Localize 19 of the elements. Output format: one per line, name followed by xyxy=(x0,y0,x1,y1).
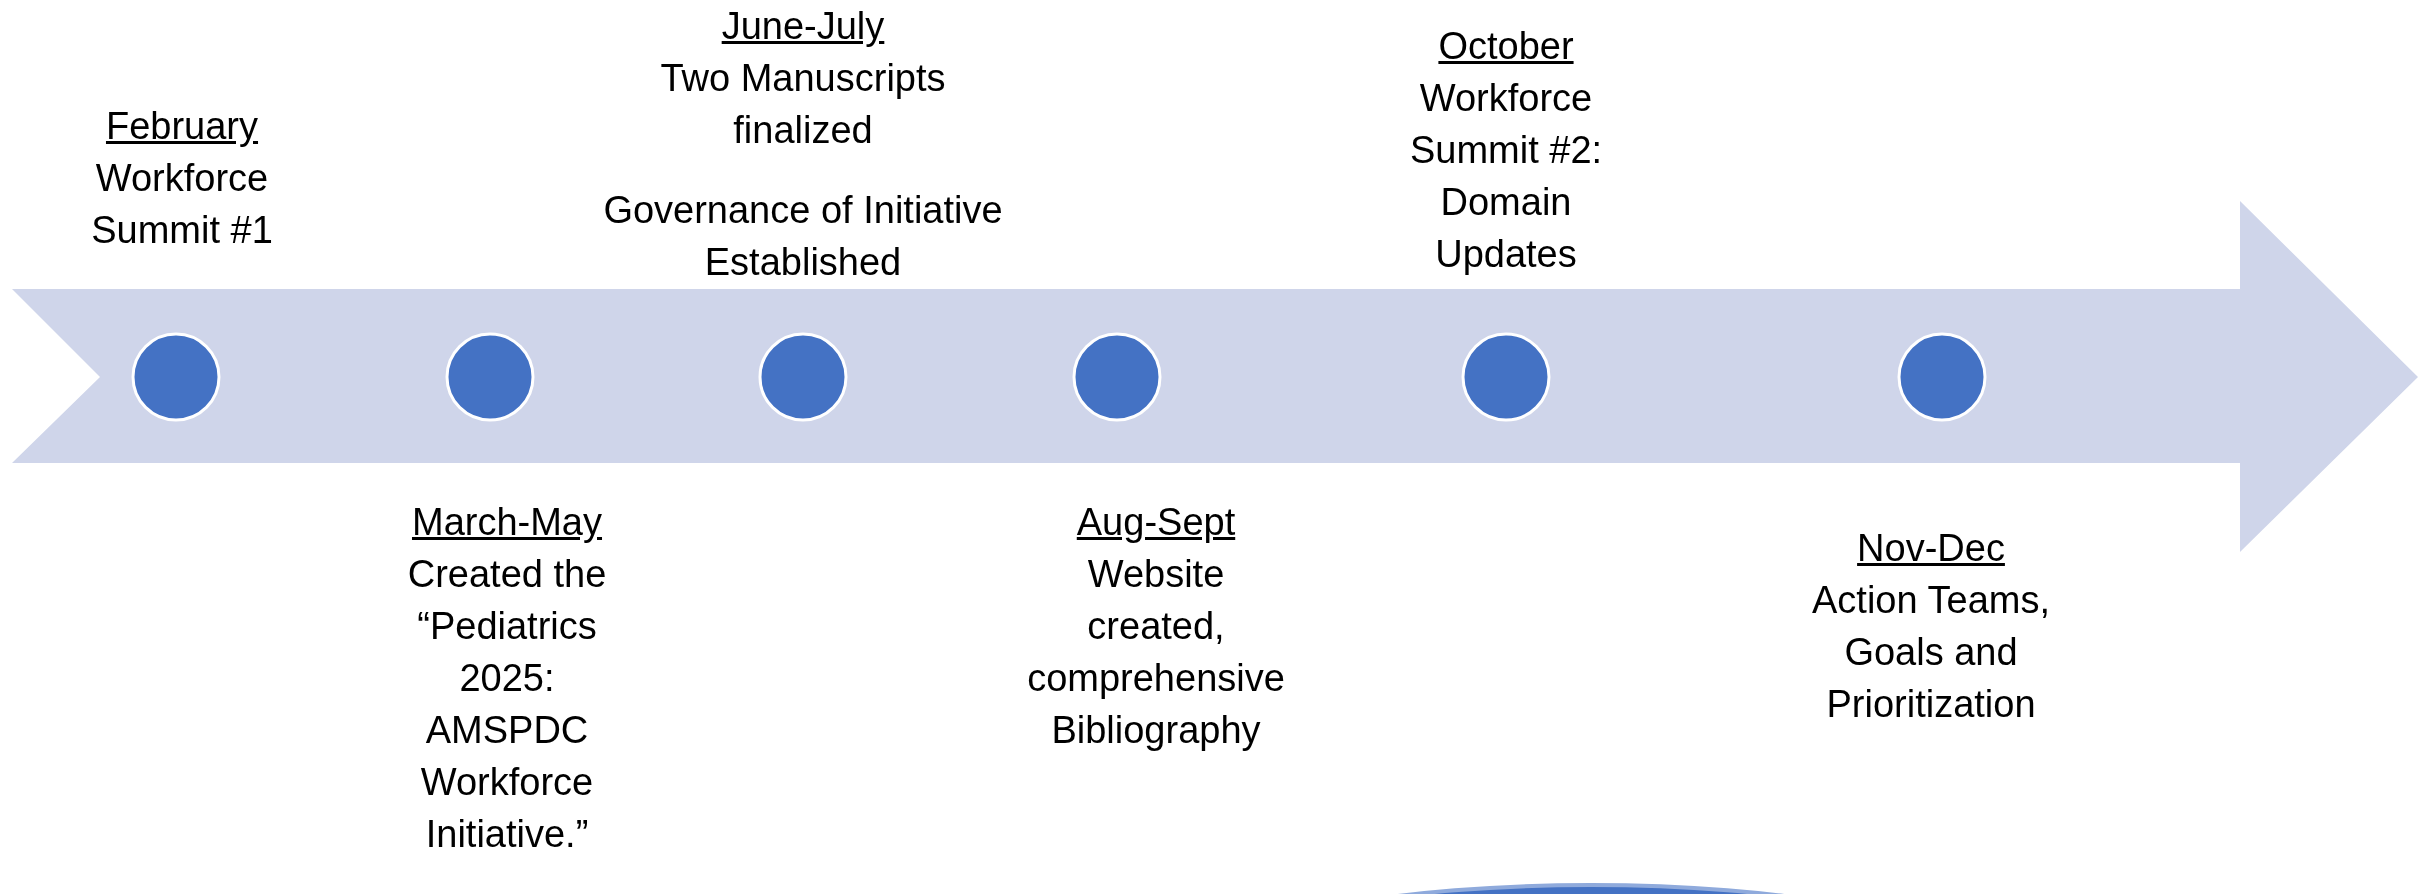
timeline-dot xyxy=(445,332,535,422)
event-description: Two Manuscripts finalized xyxy=(659,56,947,153)
timeline-dot xyxy=(1897,332,1987,422)
event-description: Workforce Summit #1 xyxy=(90,156,274,253)
period-heading: February xyxy=(104,104,260,149)
period-heading: Aug-Sept xyxy=(1075,500,1237,545)
timeline-dot xyxy=(758,332,848,422)
period-heading: Nov-Dec xyxy=(1856,526,2006,571)
period-heading: October xyxy=(1437,24,1575,69)
timeline-dot xyxy=(1461,332,1551,422)
timeline-dot xyxy=(131,332,221,422)
event-description: Action Teams, Goals and Prioritization xyxy=(1811,578,2051,727)
period-heading: March-May xyxy=(411,500,603,545)
event-description: Governance of Initiative Established xyxy=(602,188,1004,285)
event-description: Workforce Summit #2: Domain Updates xyxy=(1408,76,1604,277)
event-description: Website created, comprehensive Bibliography xyxy=(1026,552,1286,753)
timeline-dot xyxy=(1072,332,1162,422)
event-description: Created the “Pediatrics 2025: AMSPDC Workforce Initiative.” xyxy=(406,552,608,857)
period-heading: June-July xyxy=(720,4,886,49)
